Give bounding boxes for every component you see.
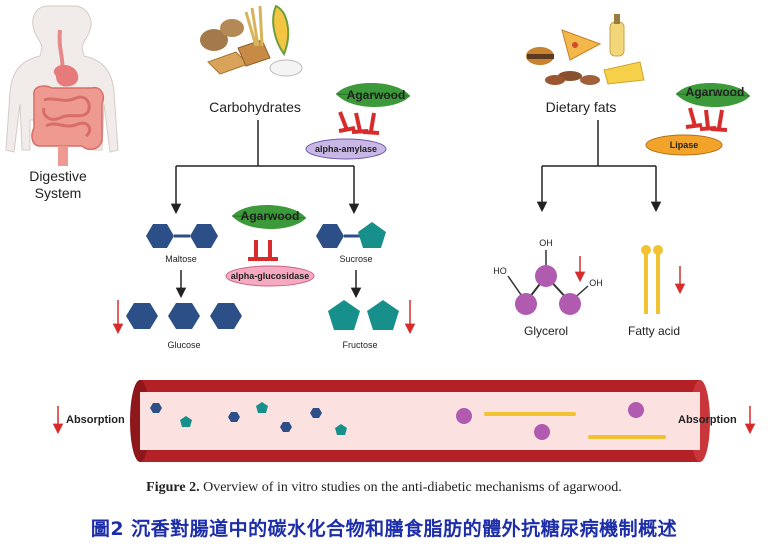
vessel-glucose-molecules: [150, 403, 322, 432]
fatty-acid-molecules: [641, 245, 663, 314]
fats-branch: [536, 120, 662, 213]
digestive-label-line2: System: [35, 185, 82, 201]
vessel-glycerol-molecules: [456, 402, 644, 440]
glucose-label: Glucose: [167, 340, 200, 350]
agarwood-leaf-1: [335, 82, 411, 107]
vessel-fatty-acid-molecules: [484, 412, 666, 439]
dietary-fats-label: Dietary fats: [546, 99, 617, 115]
carbohydrates-label: Carbohydrates: [209, 99, 301, 115]
agarwood-label-1: Agarwood: [347, 88, 406, 102]
alpha-amylase-label: alpha-amylase: [315, 144, 377, 154]
fructose-label: Fructose: [342, 340, 377, 350]
glycerol-oh-right: OH: [589, 278, 603, 288]
glycerol-oh-top: OH: [539, 238, 553, 248]
glucose-molecules: [126, 303, 242, 329]
vessel-fructose-molecules: [180, 402, 347, 435]
chinese-subtitle: 圖2 沉香對腸道中的碳水化合物和膳食脂肪的體外抗糖尿病機制概述: [90, 518, 678, 540]
diagram-canvas: Digestive System Carbohydrates Dietary f…: [5, 4, 756, 462]
caption-text: Overview of in vitro studies on the anti…: [203, 480, 622, 495]
absorption-label-left: Absorption: [66, 414, 125, 426]
sucrose-label: Sucrose: [339, 254, 372, 264]
agarwood-label-2: Agarwood: [241, 209, 300, 223]
alpha-amylase-enzyme: [305, 138, 387, 160]
carbohydrate-foods-illustration: [200, 4, 303, 77]
inhibition-arrows-3: [685, 107, 728, 132]
carbohydrate-branch: [170, 120, 360, 215]
glycerol-label: Glycerol: [524, 324, 568, 338]
alpha-glucosidase-enzyme: [225, 265, 315, 287]
digestive-label-line1: Digestive: [29, 168, 87, 184]
glycerol-molecule: [507, 250, 589, 315]
figure-caption: Figure 2. Overview of in vitro studies o…: [0, 480, 768, 496]
blood-vessel: [130, 380, 710, 462]
sucrose-molecule: [316, 222, 386, 248]
agarwood-label-3: Agarwood: [686, 85, 745, 99]
digestive-system-figure: [5, 5, 119, 166]
fructose-molecules: [328, 300, 399, 330]
maltose-label: Maltose: [165, 254, 197, 264]
inhibition-arrows-1: [338, 111, 380, 135]
dietary-fats-illustration: [526, 14, 645, 85]
alpha-glucosidase-label: alpha-glucosidase: [231, 271, 310, 281]
maltose-molecule: [146, 224, 218, 248]
absorption-label-right: Absorption: [678, 414, 737, 426]
glycerol-ho-left: HO: [493, 266, 507, 276]
inhibition-arrows-2: [248, 240, 278, 261]
agarwood-leaf-3: [675, 82, 751, 107]
lipase-label: Lipase: [670, 140, 699, 150]
lipase-enzyme: [645, 134, 723, 156]
agarwood-leaf-2: [231, 204, 307, 229]
caption-label: Figure 2.: [146, 480, 200, 495]
fatty-acid-label: Fatty acid: [628, 324, 680, 338]
